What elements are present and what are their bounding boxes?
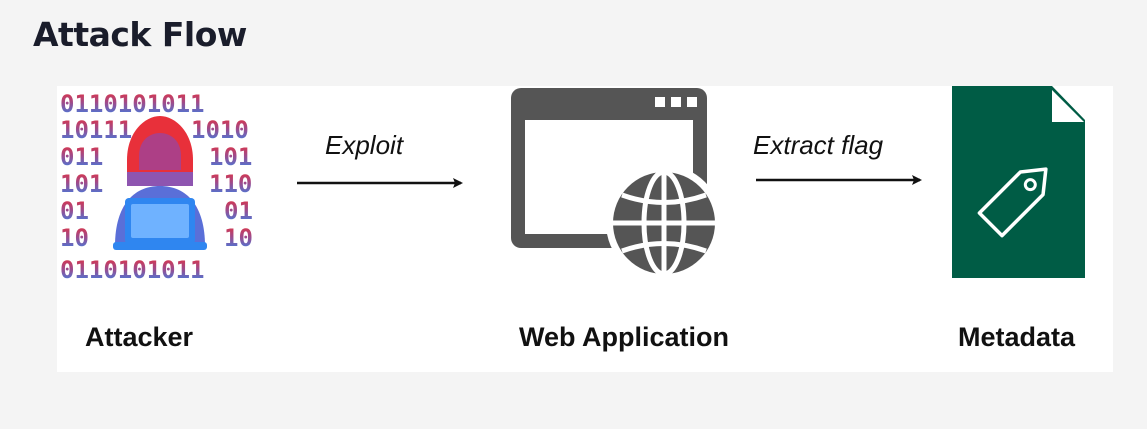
node-label-web-application: Web Application bbox=[519, 322, 729, 352]
page-title: Attack Flow bbox=[33, 15, 247, 54]
metadata-node: Metadata bbox=[952, 86, 1085, 352]
binary-row: 01 bbox=[60, 197, 89, 225]
binary-row: 1010 bbox=[191, 116, 249, 144]
node-label-metadata: Metadata bbox=[958, 322, 1076, 352]
node-label-attacker: Attacker bbox=[85, 322, 194, 352]
binary-row: 011 bbox=[60, 143, 103, 171]
binary-row: 10 bbox=[60, 224, 89, 252]
browser-globe-icon bbox=[511, 88, 722, 281]
binary-row: 0110101011 bbox=[60, 90, 205, 118]
diagram-canvas: 0110101011 10111 1010 011 101 101 110 01… bbox=[60, 86, 1085, 352]
edge-extract-flag: Extract flag bbox=[753, 130, 922, 185]
binary-row: 01 bbox=[224, 197, 253, 225]
attacker-node: 0110101011 10111 1010 011 101 101 110 01… bbox=[60, 90, 253, 352]
edge-label-exploit: Exploit bbox=[325, 130, 405, 160]
binary-row: 101 bbox=[60, 170, 103, 198]
hooded-hacker-icon: 0110101011 10111 1010 011 101 101 110 01… bbox=[60, 90, 253, 284]
binary-row: 101 bbox=[209, 143, 252, 171]
web-application-node: Web Application bbox=[511, 88, 729, 352]
attack-flow-diagram: 0110101011 10111 1010 011 101 101 110 01… bbox=[57, 86, 1113, 372]
binary-row: 10111 bbox=[60, 116, 132, 144]
edge-label-extract-flag: Extract flag bbox=[753, 130, 884, 160]
binary-row: 10 bbox=[224, 224, 253, 252]
binary-row: 110 bbox=[209, 170, 252, 198]
document-tag-icon bbox=[952, 86, 1085, 278]
binary-row: 0110101011 bbox=[60, 256, 205, 284]
edge-exploit: Exploit bbox=[297, 130, 463, 188]
hacker-figure bbox=[113, 116, 207, 250]
